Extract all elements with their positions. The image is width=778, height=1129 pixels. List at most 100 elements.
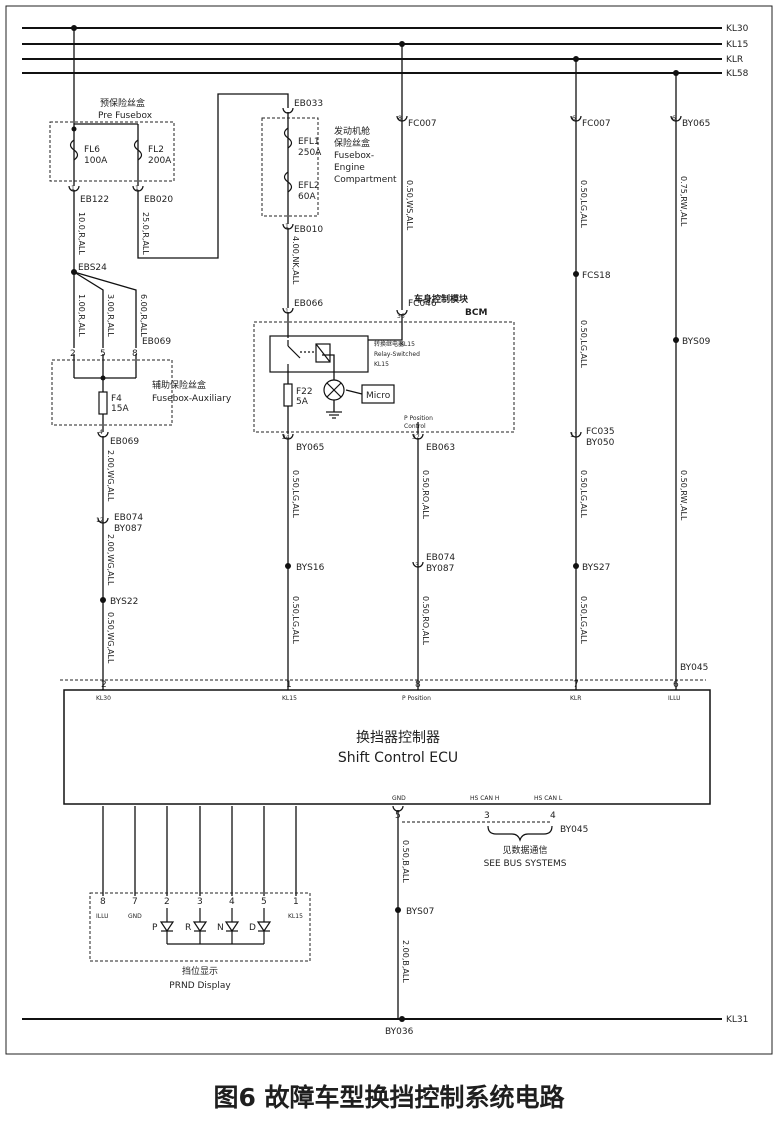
connector-eb033: EB033 (294, 99, 323, 109)
fuse-fl6-rating: 100A (84, 156, 108, 166)
ecu-pin-label: ILLU (668, 695, 681, 702)
wire-code: 10.0,R,ALL (77, 212, 86, 255)
bus-lines (22, 27, 722, 1020)
engine-fusebox-title-en2: Engine (334, 163, 365, 173)
prnd-pin-label-gnd: GND (128, 913, 142, 920)
wire-code: 0.50,LG,ALL (579, 470, 588, 518)
splice-dots (71, 126, 679, 913)
ecu-title-en: Shift Control ECU (338, 750, 458, 766)
bus-label-kl31: KL31 (726, 1015, 748, 1025)
micro-box (361, 384, 395, 404)
wire-code: 6.00,R,ALL (139, 294, 148, 337)
wire-code: 0.75,RW,ALL (679, 176, 688, 227)
connector-eb020: EB020 (144, 195, 173, 205)
pin-label: 8 (398, 115, 402, 122)
wire-codes: 10.0,R,ALL 25.0,R,ALL 1.00,R,ALL 3.00,R,… (77, 176, 688, 983)
fuse-f4-rating: 15A (111, 404, 129, 414)
fuse-fl2-name: FL2 (148, 145, 164, 155)
wiring-diagram: KL30 KL15 KLR KL58 KL31 (5, 5, 773, 1055)
prnd-pin: 7 (132, 897, 138, 907)
connector-eb122: EB122 (80, 195, 109, 205)
connector-eb074-b: EB074 (426, 553, 455, 563)
prnd-pin: 2 (164, 897, 170, 907)
ecu-pin: 5 (395, 811, 401, 821)
ecu-pin: 3 (484, 811, 490, 821)
ecu-pin: 1 (286, 680, 292, 690)
wire-code: 2.00,B,ALL (401, 940, 410, 983)
aux-fusebox-title-cn: 辅助保险丝盒 (152, 379, 206, 391)
prnd-pin-label-kl15: KL15 (288, 913, 303, 920)
p-position-label: P Position (404, 415, 433, 422)
fuse-icon (283, 127, 293, 149)
connector-by087-b: BY087 (426, 564, 454, 574)
bus-label-klr: KLR (726, 55, 743, 65)
ecu-pin-label: KLR (570, 695, 581, 702)
connector-by065: BY065 (296, 443, 324, 453)
ecu-pin: 7 (573, 680, 579, 690)
led-icon (192, 921, 208, 933)
fuse-icon (69, 139, 79, 161)
engine-fusebox-box (261, 117, 319, 217)
wire-code: 0.50,RO,ALL (421, 596, 430, 646)
ecu-pin: 2 (101, 680, 107, 690)
wire-code: 0.50,RW,ALL (679, 470, 688, 521)
pin-label: 1 (135, 185, 139, 192)
splice-fcs18: FCS18 (582, 271, 611, 281)
connector-eb066: EB066 (294, 299, 323, 309)
pin-label: 24 (282, 434, 290, 441)
prnd-pin-label-illu: ILLU (96, 913, 109, 920)
connector-by065-top: BY065 (682, 119, 710, 129)
led-icon (159, 921, 175, 933)
ecu-pin-label: KL15 (282, 695, 297, 702)
splice-bys27: BYS27 (582, 563, 610, 573)
aux-pin-5: 5 (100, 349, 106, 359)
led-label-r: R (185, 923, 191, 933)
fuse-icons (69, 127, 293, 193)
ecu-pin: 4 (550, 811, 556, 821)
ecu-pin: 8 (415, 680, 421, 690)
prnd-title-cn: 挡位显示 (182, 965, 218, 977)
engine-fusebox-title-cn2: 保险丝盒 (334, 137, 370, 149)
diagram-panel: KL30 KL15 KLR KL58 KL31 (5, 5, 773, 1055)
fuse-efl2-name: EFL2 (298, 181, 320, 191)
ecu-pin-label: GND (392, 795, 406, 802)
bus-label-kl15: KL15 (726, 40, 748, 50)
led-label-d: D (249, 923, 256, 933)
pin-label: 6 (572, 115, 576, 122)
relay-icon (287, 340, 331, 370)
wire-code: 0.50,B,ALL (401, 840, 410, 883)
prnd-pin: 8 (100, 897, 106, 907)
connector-by050: BY050 (586, 438, 615, 448)
wires (73, 28, 677, 1019)
fuse-efl2-rating: 60A (298, 192, 316, 202)
pin-label: 1 (285, 223, 289, 230)
ecu-pin-label: HS CAN H (470, 795, 499, 802)
wire-code: 4.00,NK,ALL (291, 236, 300, 285)
wire-code: 0.50,WG,ALL (106, 612, 115, 664)
fuse-efl1-rating: 250A (298, 148, 322, 158)
connector-fc035: FC035 (586, 427, 615, 437)
prnd-box (89, 892, 311, 962)
ecu-pin: 6 (673, 680, 679, 690)
connector-by045: BY045 (680, 663, 708, 673)
fuse-fl6-name: FL6 (84, 145, 100, 155)
engine-fusebox-title-en3: Compartment (334, 175, 397, 185)
splice-bys22: BYS22 (110, 597, 138, 607)
relay-label-cn: 转换继电器 (374, 340, 404, 348)
pin-label: 3 (415, 562, 419, 569)
aux-fusebox-box (51, 359, 173, 426)
bus-label-kl58: KL58 (726, 69, 749, 79)
wire-code: 0.50,RO,ALL (421, 470, 430, 520)
fuse-icon (133, 139, 143, 161)
fuse-fl2-rating: 200A (148, 156, 172, 166)
pre-fusebox-title-cn: 预保险丝盒 (100, 97, 145, 109)
bcm-title-cn: 车身控制模块 (414, 293, 469, 305)
panel-frame (5, 5, 773, 1055)
connector-by045-b: BY045 (560, 825, 588, 835)
connector-markers (68, 107, 682, 812)
pin-label: 1 (71, 185, 75, 192)
pin-label: 36 (397, 313, 405, 320)
wire-code: 0.50,LG,ALL (579, 320, 588, 368)
ecu-title-cn: 换挡器控制器 (356, 729, 440, 746)
connector-by087: BY087 (114, 524, 142, 534)
